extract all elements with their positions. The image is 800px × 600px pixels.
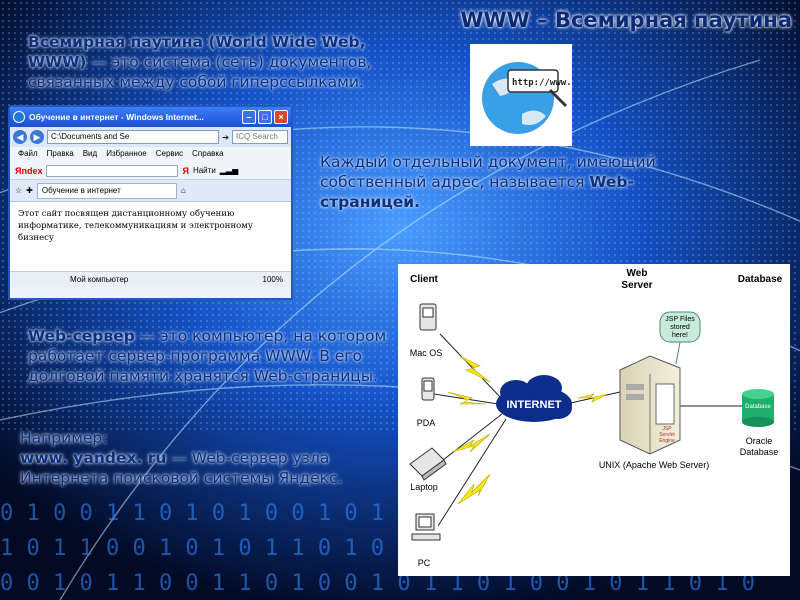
tab-bar: ☆ ✚ Обучение в интернет ⌂: [10, 180, 291, 202]
home-icon[interactable]: ⌂: [180, 186, 186, 195]
yandex-search-input[interactable]: [46, 164, 179, 177]
address-bar: ◀ ▶ C:\Documents and Se ➔ ICQ Search: [10, 127, 291, 147]
status-bar: Мой компьютер 100%: [10, 272, 291, 287]
tab-current[interactable]: Обучение в интернет: [36, 182, 177, 199]
find-button[interactable]: Найти: [192, 166, 216, 175]
ya-button[interactable]: Я: [182, 165, 189, 176]
page-content: Этот сайт посвящен дистанционному обучен…: [10, 202, 291, 272]
internet-cloud-icon: [496, 375, 572, 422]
webpage-paragraph: Каждый отдельный документ, имеющий собст…: [320, 152, 700, 212]
menu-favorites[interactable]: Избранное: [106, 149, 147, 158]
menu-tools[interactable]: Сервис: [155, 149, 184, 158]
server-caption: UNIX (Apache Web Server): [598, 460, 710, 470]
database-heading: Database: [737, 274, 783, 285]
definition-paragraph: Всемирная паутина (World Wide Web, WWW) …: [28, 32, 408, 92]
database-icon: [742, 389, 774, 427]
webserver-term: Web-сервер: [28, 327, 135, 345]
mac-icon: [419, 303, 437, 331]
menu-file[interactable]: Файл: [18, 149, 38, 158]
menu-bar: Файл Правка Вид Избранное Сервис Справка: [10, 147, 291, 162]
yandex-toolbar: Яndex Я Найти ▂▃▅: [10, 162, 291, 180]
webpage-definition: Каждый отдельный документ, имеющий собст…: [320, 153, 656, 191]
menu-view[interactable]: Вид: [82, 149, 98, 158]
client-label-pc: PC: [417, 558, 431, 568]
www-definition: — это система (сеть) документов, связанн…: [28, 53, 372, 91]
back-icon[interactable]: ◀: [13, 130, 27, 144]
browser-title: Обучение в интернет - Windows Internet..…: [29, 112, 204, 122]
slide-title: WWW – Всемирная паутина: [460, 8, 792, 32]
webserver-paragraph: Web-сервер — это компьютер, на котором р…: [28, 326, 408, 386]
example-paragraph: Например: www. yandex. ru — Web-сервер уз…: [20, 428, 400, 488]
zoom-level[interactable]: 100%: [262, 275, 283, 284]
server-icon: [619, 355, 681, 455]
client-label-pda: PDA: [416, 418, 436, 428]
browser-window: Обучение в интернет - Windows Internet..…: [8, 105, 293, 300]
client-label-laptop: Laptop: [410, 482, 438, 492]
yandex-logo[interactable]: Яndex: [15, 165, 43, 176]
ie-icon: [13, 111, 25, 123]
jsp-note: [659, 311, 701, 365]
address-input[interactable]: C:\Documents and Se: [47, 130, 220, 144]
add-favorite-icon[interactable]: ✚: [26, 186, 33, 195]
menu-help[interactable]: Справка: [192, 149, 224, 158]
globe-url-text: http://www.: [512, 78, 572, 88]
client-heading: Client: [410, 274, 438, 285]
pda-icon: [421, 377, 435, 401]
example-description: — Web-сервер узла Интернета поисковой си…: [20, 449, 343, 487]
signal-icon: ▂▃▅: [219, 166, 239, 175]
jsp-note-text: JSP Files stored here!: [665, 316, 695, 339]
jsp-engine-label: JSP Servlet Engine: [659, 426, 675, 444]
forward-icon[interactable]: ▶: [30, 130, 44, 144]
zone-label: Мой компьютер: [70, 275, 129, 284]
connection-lines: [433, 333, 744, 527]
menu-edit[interactable]: Правка: [46, 149, 74, 158]
search-input[interactable]: ICQ Search: [232, 130, 288, 144]
close-button[interactable]: ×: [274, 110, 288, 124]
webserver-definition: — это компьютер, на котором работает сер…: [28, 327, 387, 385]
database-icon-label: Database: [745, 404, 771, 410]
client-label-macos: Mac OS: [409, 348, 443, 358]
lightning-bolts: [447, 355, 609, 505]
internet-label: INTERNET: [507, 399, 562, 411]
webpage-term: Web-страницей.: [320, 173, 634, 211]
browser-titlebar: Обучение в интернет - Windows Internet..…: [10, 107, 291, 127]
oracle-caption: Oracle Database: [739, 436, 779, 457]
maximize-button[interactable]: □: [258, 110, 272, 124]
example-label: Например:: [20, 429, 108, 447]
client-devices: [409, 303, 447, 541]
www-term: Всемирная паутина (World Wide Web, WWW): [28, 33, 366, 71]
laptop-icon: [409, 447, 447, 481]
example-url: www. yandex. ru: [20, 449, 167, 467]
client-server-diagram: INTERNET Client Web Server Databa: [398, 264, 790, 576]
favorites-star-icon[interactable]: ☆: [15, 186, 23, 195]
diagram-graphics: INTERNET: [409, 303, 774, 541]
go-icon[interactable]: ➔: [222, 132, 229, 142]
server-heading: Web Server: [621, 268, 653, 291]
pc-icon: [411, 513, 441, 541]
minimize-button[interactable]: –: [242, 110, 256, 124]
globe-www-image: http://www.: [470, 44, 572, 146]
